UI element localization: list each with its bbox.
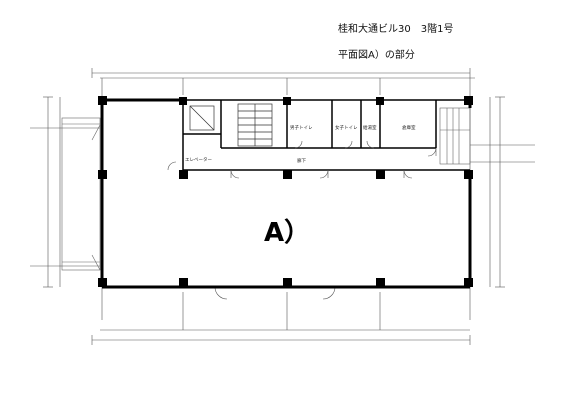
door-swings bbox=[167, 140, 437, 300]
structural-columns bbox=[98, 96, 473, 287]
womens-toilet-label: 女子トイレ bbox=[335, 124, 358, 131]
mens-toilet-label: 男子トイレ bbox=[290, 124, 313, 131]
floor-plan-title: 平面図A）の部分 bbox=[338, 50, 415, 61]
unit-a-label: A） bbox=[264, 218, 310, 248]
corridor-label: 廊下 bbox=[297, 157, 306, 164]
building-name-floor-title: 桂和大通ビル30 3階1号 bbox=[338, 24, 454, 35]
elevator-shaft bbox=[189, 105, 215, 131]
kitchenette-label: 給湯室 bbox=[363, 124, 377, 131]
central-stair bbox=[237, 103, 273, 147]
storage-label: 倉庫室 bbox=[402, 124, 416, 131]
right-stair bbox=[439, 107, 471, 165]
elevator-hall-label: エレベーター bbox=[185, 156, 212, 163]
core-room-walls bbox=[182, 99, 470, 171]
left-balcony bbox=[61, 117, 101, 271]
